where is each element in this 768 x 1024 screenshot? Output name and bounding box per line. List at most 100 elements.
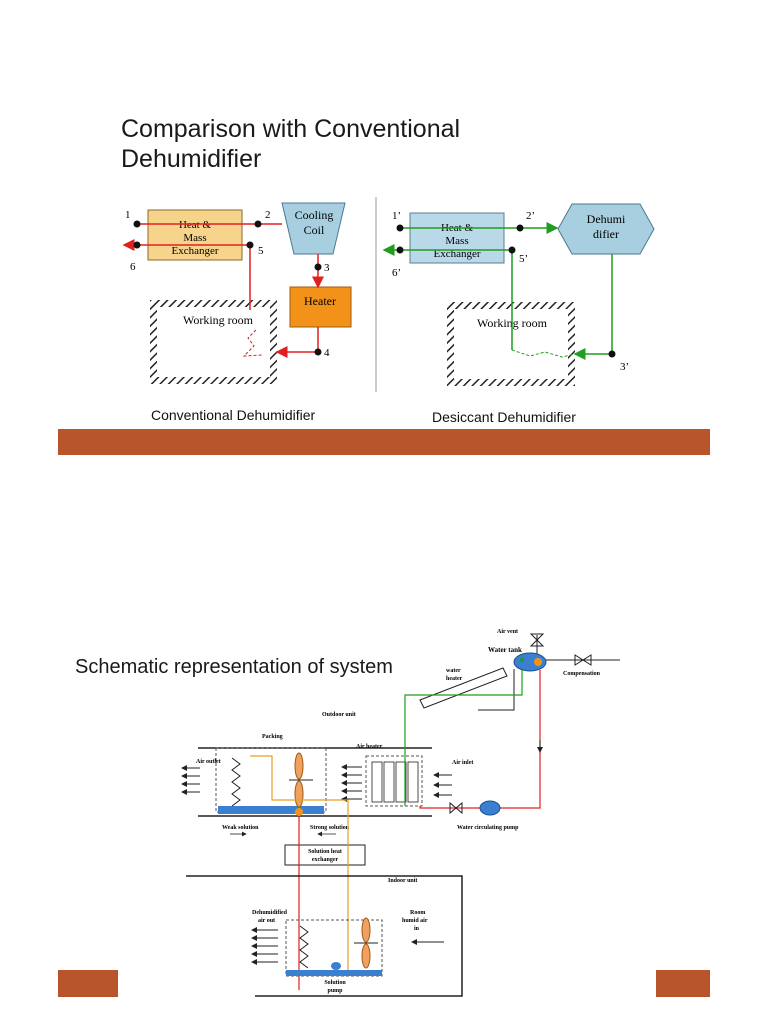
desi-room-airpath (511, 349, 576, 358)
water-return-line-right (500, 670, 541, 809)
cooling-coil-label-1: Cooling (295, 208, 334, 222)
strong-solution-line (250, 755, 349, 975)
air-vent-valve-top (529, 633, 545, 641)
desi-num-3: 3’ (620, 361, 629, 373)
water-tank-label: Water tank (488, 646, 522, 654)
air-heater-section (365, 755, 423, 807)
weak-solution-label: Weak solution (222, 825, 259, 831)
dehumidifier-label-1: Dehumi (587, 212, 626, 226)
conv-node-2 (254, 220, 262, 228)
water-heater-label-1: water (446, 668, 461, 674)
water-tank-outlet-dot (520, 658, 524, 662)
compensation-label: Compensation (563, 671, 601, 677)
indoor-fan-blade-bottom (361, 943, 371, 969)
heater-box (289, 286, 352, 328)
water-tank-heater-dot (534, 658, 542, 666)
desi-num-5: 5’ (519, 253, 528, 265)
conv-num-4: 4 (324, 347, 330, 359)
air-heater-coil (371, 761, 419, 803)
schematic-title: Schematic representation of system (75, 656, 393, 678)
desi-node-5 (508, 246, 516, 254)
conv-num-1: 1 (125, 209, 131, 221)
pump-valve-b (455, 801, 463, 815)
packing-label: Packing (262, 734, 283, 740)
outdoor-air-in-arrows (341, 764, 452, 802)
indoor-unit-label: Indoor unit (388, 878, 417, 884)
cooling-coil-label-2: Coil (304, 223, 325, 237)
air-inlet-label: Air inlet (452, 760, 473, 766)
desi-node-1 (396, 224, 404, 232)
water-circulating-pump (479, 800, 501, 816)
solution-pump-label-1: Solution (324, 980, 346, 986)
indoor-air-out-arrows (251, 927, 278, 965)
indoor-unit-enclosure (186, 875, 463, 997)
conv-num-2: 2 (265, 209, 271, 221)
conv-node-5 (246, 241, 254, 249)
indoor-packing-zigzag (299, 925, 309, 969)
heater-return-line (478, 669, 515, 711)
air-outlet-label: Air outlet (196, 759, 221, 765)
accent-bar-left (58, 970, 118, 997)
outdoor-air-out-arrows (181, 765, 200, 795)
room-air-label-2: humid air (402, 918, 428, 924)
air-vent-valve-bottom (529, 639, 545, 647)
water-pump-label: Water circulating pump (457, 825, 519, 831)
desiccant-diagram: Heat & Mass Exchanger Dehumi difier Work… (382, 203, 655, 386)
accent-bar-right (656, 970, 710, 997)
desi-num-2: 2’ (526, 210, 535, 222)
outdoor-fan-blade-top (294, 752, 304, 780)
conv-room-label: Working room (183, 313, 254, 327)
desi-node-3 (608, 350, 616, 358)
title-line-1: Comparison with Conventional (121, 115, 461, 143)
shx-label-1: Solution heat (308, 849, 342, 855)
accent-bar (58, 429, 710, 455)
desi-node-2 (516, 224, 524, 232)
page-title: Comparison with Conventional Dehumidifie… (121, 114, 541, 174)
conv-room-airpath (242, 329, 263, 357)
solution-heat-exchanger (284, 844, 366, 866)
compensation-valve-a (574, 654, 584, 666)
caption-desiccant: Desiccant Dehumidifier (432, 409, 576, 425)
water-tank (513, 652, 547, 672)
outdoor-solution-sump (218, 806, 324, 814)
conv-hx-label-3: Exchanger (171, 245, 218, 257)
water-heater-label-2: heater (446, 676, 463, 682)
desi-num-6: 6’ (392, 267, 401, 279)
conv-num-5: 5 (258, 245, 264, 257)
desi-hx-label-2: Mass (445, 235, 468, 247)
outdoor-solution-pump (295, 808, 303, 816)
outdoor-packing-zigzag (231, 757, 241, 807)
conv-hx-box (147, 209, 243, 261)
dehumidified-out-label-1: Dehumidified (252, 910, 288, 916)
packing-section (215, 747, 327, 813)
system-schematic: Air vent Water tank Compensation water h… (181, 629, 620, 997)
desi-hx-label-3: Exchanger (433, 248, 480, 260)
title-line-2: Dehumidifier (121, 145, 262, 173)
indoor-fan-blade-top (361, 917, 371, 943)
desi-hx-box (409, 212, 505, 264)
desi-flow-2-3 (573, 254, 613, 360)
conv-node-3 (314, 263, 322, 271)
solution-pump-label-2: pump (327, 988, 343, 994)
conv-node-4 (314, 348, 322, 356)
dehumidified-out-label-2: air out (258, 918, 275, 924)
desi-num-1: 1’ (392, 210, 401, 222)
shx-label-2: exchanger (312, 857, 339, 863)
solar-water-heater (419, 667, 508, 709)
compensation-valve-b (582, 654, 592, 666)
desi-node-6 (396, 246, 404, 254)
conv-flow-3-4 (275, 327, 319, 358)
conv-num-6: 6 (130, 261, 136, 273)
caption-conventional: Conventional Dehumidifier (151, 407, 316, 423)
air-vent-label: Air vent (497, 629, 518, 635)
indoor-solution-pump (331, 962, 341, 970)
conv-hx-label-1: Heat & (179, 219, 212, 231)
hot-water-supply-line (404, 670, 523, 806)
water-return-line-left (419, 806, 480, 809)
conventional-diagram: Heat & Mass Exchanger Cooling Coil Heate… (122, 202, 352, 384)
dehumidifier-label-2: difier (593, 227, 619, 241)
room-air-label-1: Room (410, 910, 425, 916)
outdoor-unit-label: Outdoor unit (322, 712, 356, 718)
conv-node-6 (133, 241, 141, 249)
